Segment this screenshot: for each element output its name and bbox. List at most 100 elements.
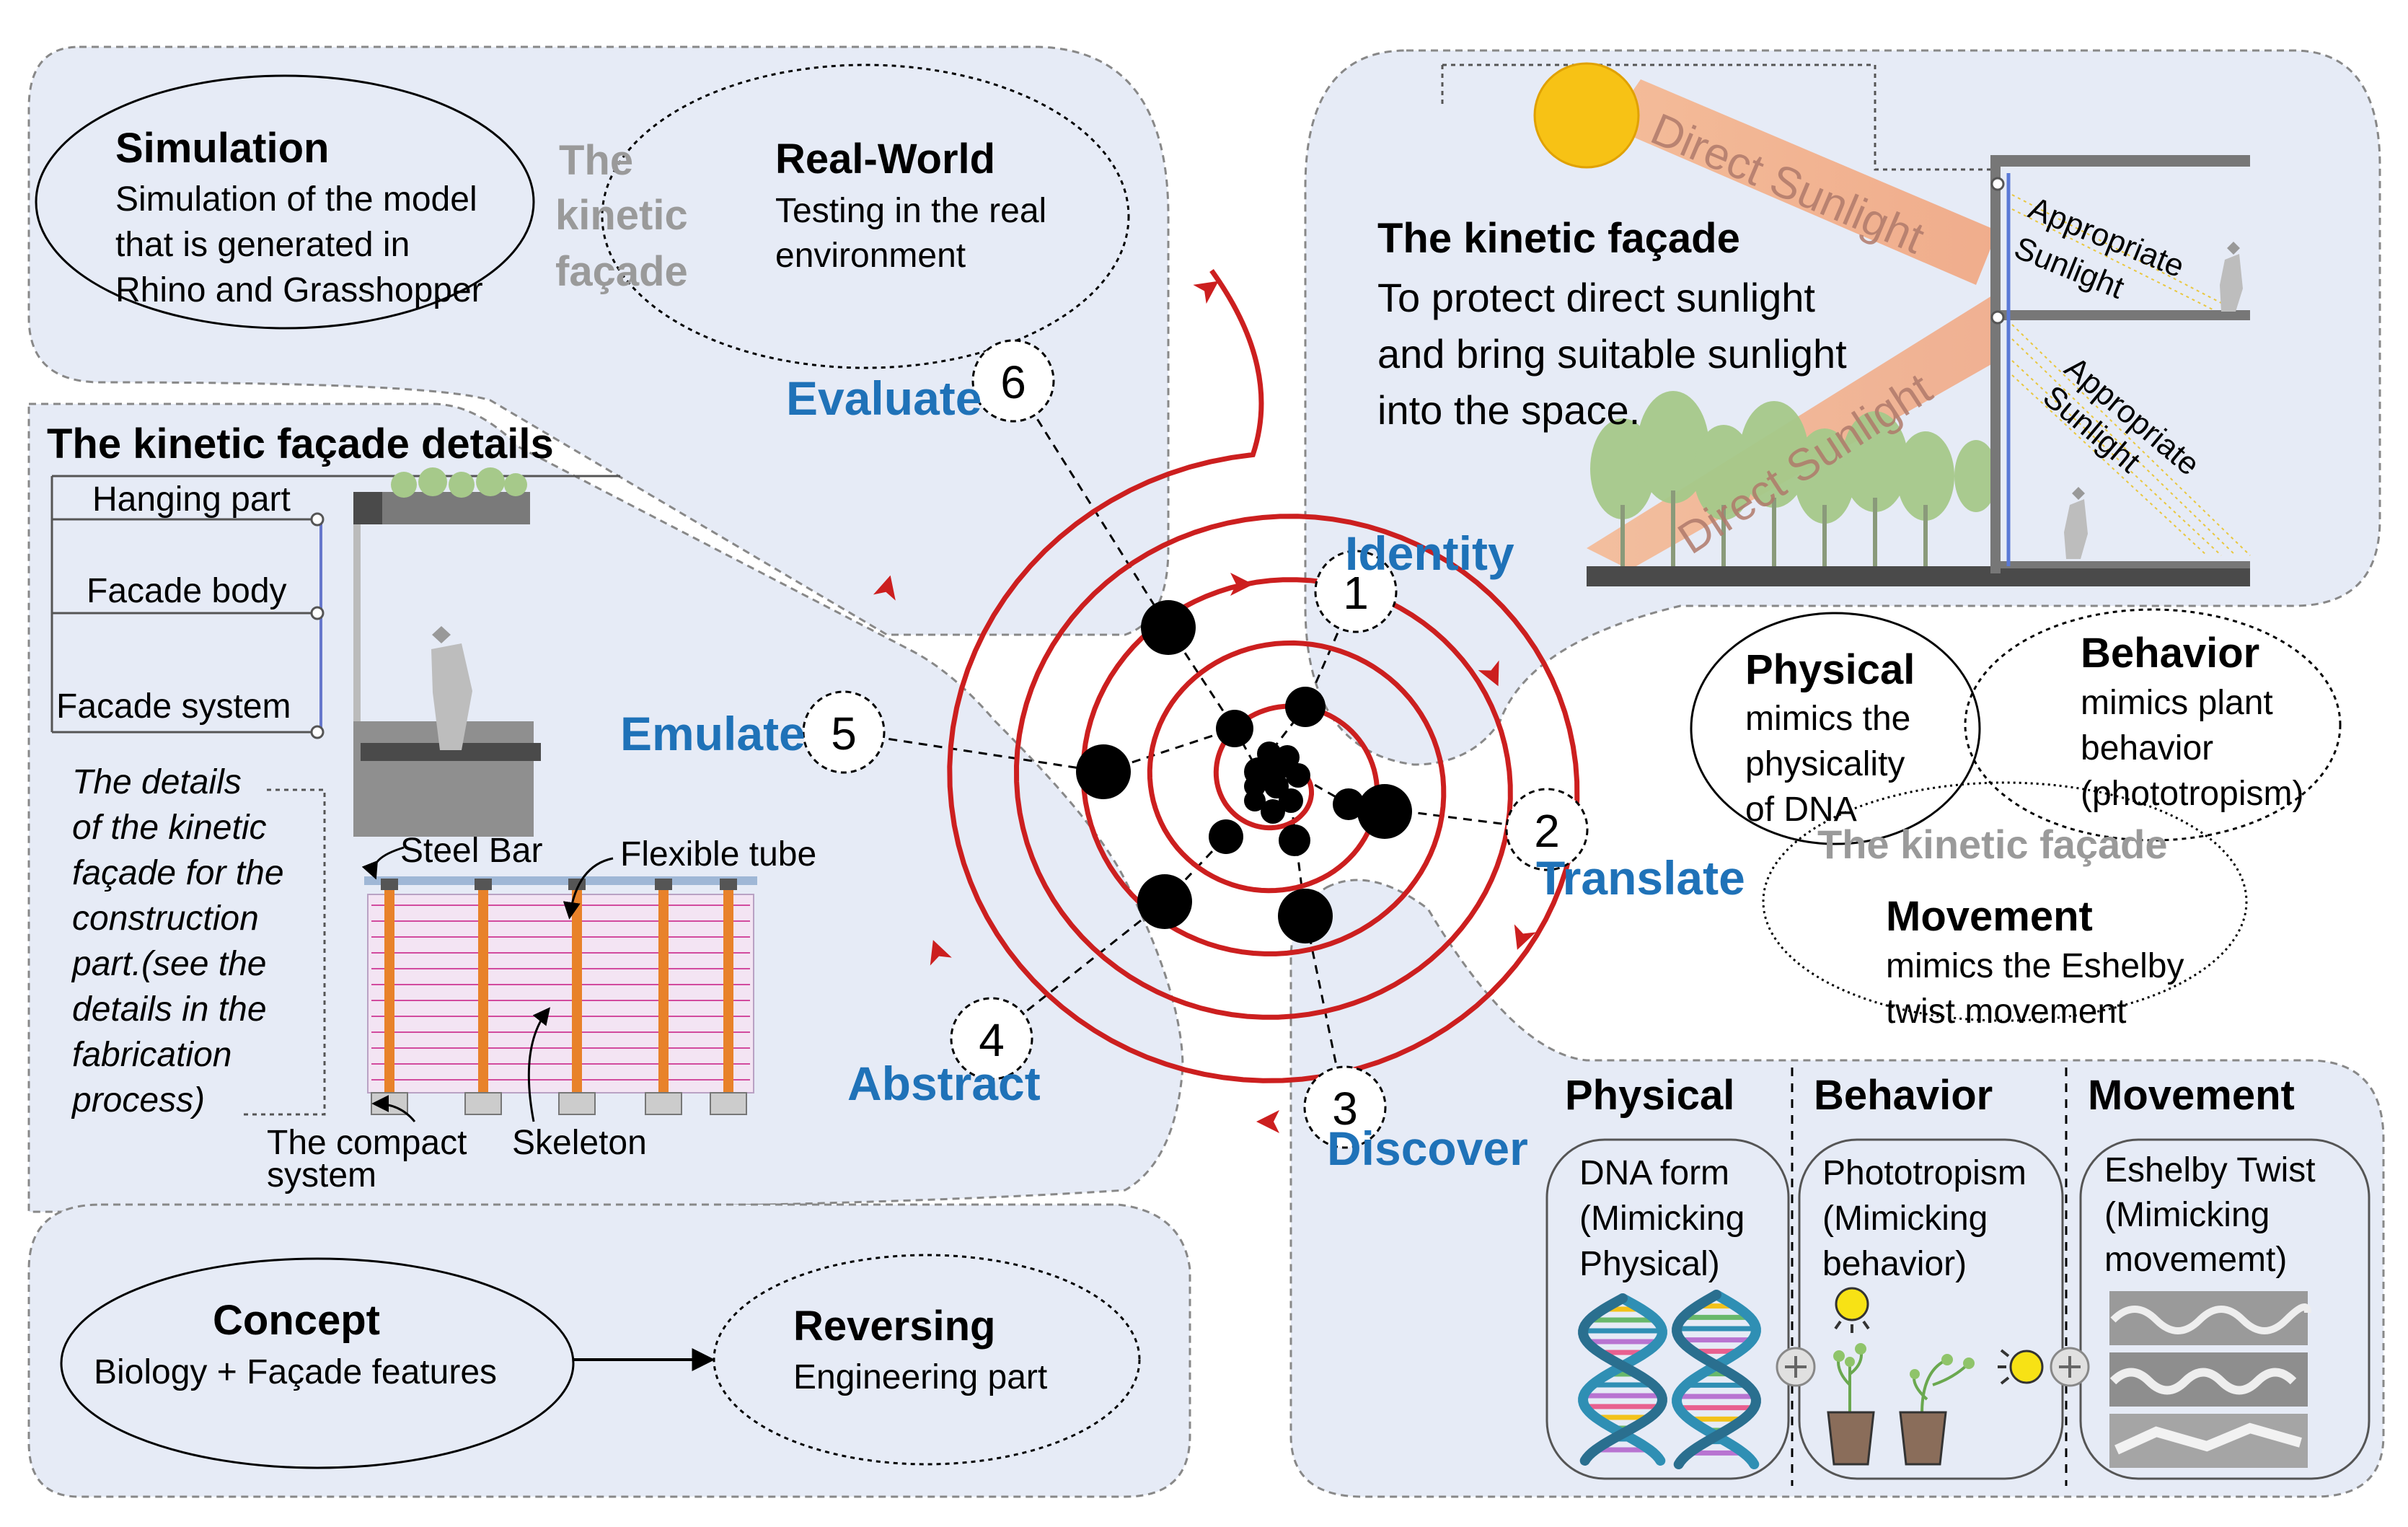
step-circle-5: [802, 690, 886, 774]
steel-bar-label: Steel Bar: [400, 832, 542, 870]
facade-grid-shape: [367, 894, 754, 1093]
center-label-3: façade: [555, 248, 688, 295]
col-behavior-l3: behavior): [1822, 1245, 1967, 1283]
step-label-emulate: Emulate: [620, 707, 806, 760]
col-movement-card: [2079, 1138, 2370, 1480]
kinetic-facade-title: The kinetic façade: [1377, 215, 1740, 262]
col-movement-l2: (Mimicking: [2104, 1196, 2270, 1234]
orange-tube: [572, 886, 582, 1095]
concept-ellipse: [60, 1257, 575, 1469]
facade-body-label: Facade body: [87, 572, 287, 610]
details-title: The kinetic façade details: [47, 421, 554, 467]
venn-movement-l2: twist movement: [1886, 993, 2126, 1031]
clamp: [475, 879, 492, 890]
venn-movement-title: Movement: [1886, 893, 2093, 940]
facade-system-label: Facade system: [56, 687, 291, 726]
venn-behavior-l2: behavior: [2081, 729, 2213, 767]
hanging-part-label: Hanging part: [92, 480, 291, 519]
panel-left: [27, 402, 1184, 1213]
venn-behavior-l1: mimics plant: [2081, 684, 2273, 722]
center-label-1: The: [559, 137, 633, 184]
reversing-title: Reversing: [793, 1303, 995, 1350]
kinetic-facade-line1: To protect direct sunlight: [1377, 275, 1815, 320]
step-label-discover: Discover: [1327, 1122, 1528, 1175]
panel-bottom-left: [27, 1203, 1191, 1498]
small-sun-icon-2: [1998, 1349, 2044, 1385]
venn-movement: [1762, 781, 2248, 1022]
plus-icon-2: [2050, 1347, 2090, 1387]
step-label-translate: Translate: [1536, 851, 1745, 905]
real-world-title: Real-World: [775, 136, 995, 182]
col-physical-l1: DNA form: [1579, 1154, 1729, 1192]
plus-icon-1: [1776, 1347, 1816, 1387]
col-behavior-l2: (Mimicking: [1822, 1200, 1988, 1238]
spiral-node-dot: [1261, 799, 1285, 824]
base-block: [645, 1092, 682, 1115]
orange-tube: [723, 886, 733, 1095]
col-behavior-card: [1798, 1138, 2064, 1480]
spiral-dots: [1076, 600, 1412, 943]
col-behavior-title: Behavior: [1814, 1072, 1993, 1119]
venn-center-label: The kinetic façade: [1817, 822, 2168, 867]
dna-strand: [1578, 1293, 1667, 1466]
plant-pot-icon-1: [1827, 1343, 1875, 1466]
step-number-1: 1: [1343, 567, 1369, 619]
venn-behavior: [1964, 608, 2342, 842]
sun-icon: [1533, 62, 1640, 169]
spiral-arrowhead: [1514, 924, 1536, 950]
spiral-arrowhead: [1256, 1110, 1279, 1133]
dna-strand: [1672, 1290, 1761, 1469]
orange-tube: [658, 886, 669, 1095]
venn-physical: [1690, 612, 1981, 845]
spiral-arrows: [873, 281, 1536, 1133]
simulation-title: Simulation: [115, 125, 329, 172]
center-label-2: kinetic: [555, 192, 688, 239]
step-label-evaluate: Evaluate: [786, 371, 982, 425]
col-movement-title: Movement: [2088, 1072, 2295, 1119]
kinetic-facade-line3: into the space.: [1377, 387, 1640, 433]
step-number-2: 2: [1534, 805, 1560, 857]
step-number-5: 5: [831, 708, 857, 760]
details-note-6: details in the: [72, 990, 267, 1029]
real-world-line2: environment: [775, 237, 966, 275]
eshelby-image-1: [2109, 1291, 2311, 1345]
spiral-node-dot: [1209, 819, 1243, 854]
base-block: [558, 1092, 596, 1115]
spiral-node-dot: [1357, 784, 1412, 839]
details-note-4: construction: [72, 899, 259, 938]
eshelby-image-3: [2109, 1414, 2308, 1468]
spoke-line: [1012, 380, 1170, 628]
step-number-3: 3: [1332, 1083, 1358, 1135]
step-label-identity: Identity: [1345, 527, 1514, 580]
steel-bar-shape: [364, 876, 757, 885]
col-movement-l3: movememt): [2104, 1241, 2287, 1279]
spiral-node-dot: [1137, 874, 1192, 929]
simulation-line1: Simulation of the model: [115, 180, 477, 219]
details-note-7: fabrication: [72, 1036, 231, 1074]
details-bracket: [50, 475, 620, 734]
eshelby-image-2: [2109, 1352, 2308, 1407]
step-label-abstract: Abstract: [847, 1057, 1041, 1110]
spiral-arrowhead: [873, 575, 896, 601]
step-number-4: 4: [979, 1014, 1005, 1066]
clamp: [720, 879, 737, 890]
spiral-arrowhead: [1193, 281, 1219, 304]
simulation-ellipse: [35, 74, 535, 330]
orange-tube: [384, 886, 394, 1095]
section-drawing: [310, 467, 541, 837]
venn-behavior-l3: (phototropism): [2081, 775, 2303, 813]
spiral-node-dot: [1285, 687, 1326, 727]
venn-physical-l3: of DNA: [1745, 791, 1857, 829]
skeleton-label: Skeleton: [512, 1124, 647, 1162]
reversing-line: Engineering part: [793, 1358, 1047, 1396]
details-note-8: process): [71, 1081, 205, 1119]
step-circles: [802, 339, 1589, 1149]
facade-frame-drawing: [364, 876, 757, 1115]
dna-icon-1: [1578, 1293, 1667, 1466]
spiral-node-dot: [1333, 788, 1364, 820]
details-note-3: façade for the: [72, 854, 284, 892]
col-physical-card: [1545, 1138, 1790, 1480]
compact-system-label-2: system: [267, 1156, 376, 1194]
kinetic-facade-line2: and bring suitable sunlight: [1377, 331, 1847, 377]
